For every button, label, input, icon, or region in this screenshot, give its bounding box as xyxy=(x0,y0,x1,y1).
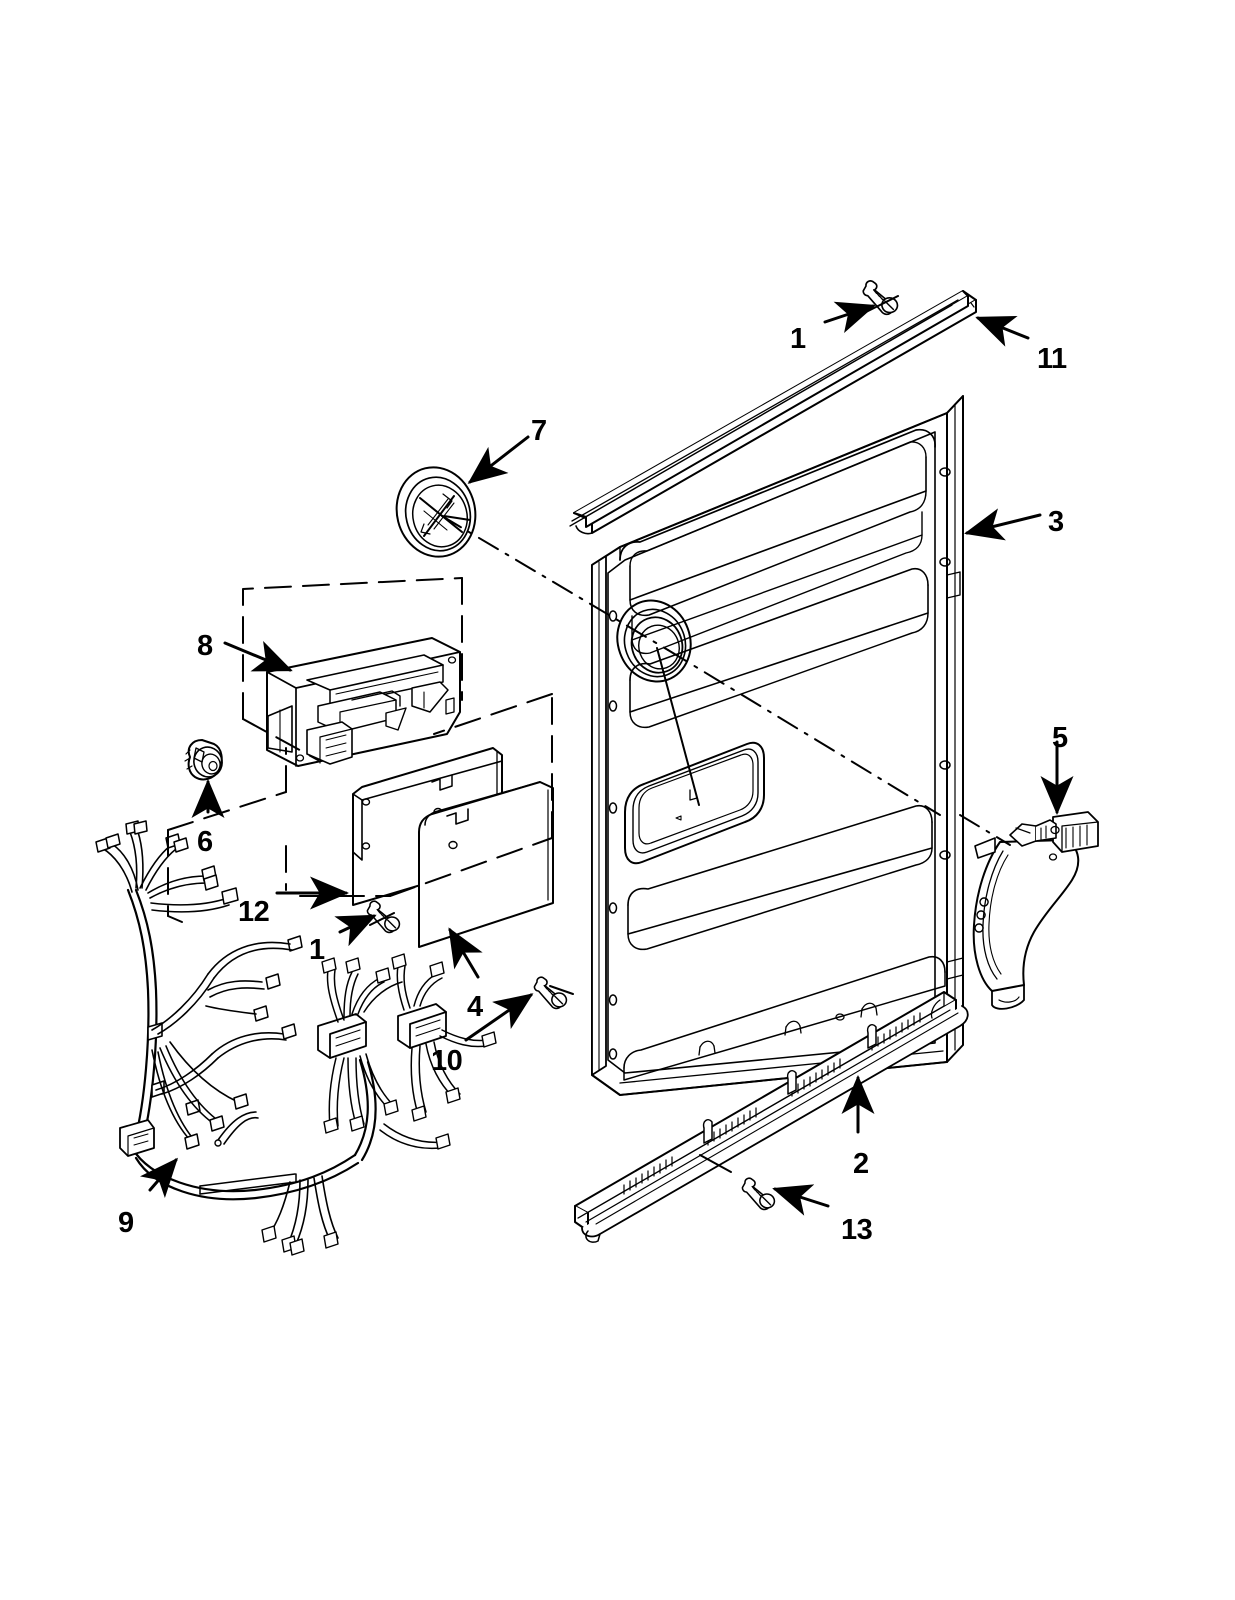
callout-4-front-cover: 4 xyxy=(467,991,483,1023)
callout-1-panel: 1 xyxy=(309,934,325,966)
part-vent-cap xyxy=(395,466,477,558)
callout-1-top-trim: 1 xyxy=(790,323,806,355)
callout-6-rinse-cap: 6 xyxy=(197,826,213,858)
part-inner-door-panel xyxy=(591,395,964,1096)
part-rinse-aid-cap xyxy=(184,739,223,781)
assembly-centerlines xyxy=(441,515,1011,846)
callout-10-screw: 10 xyxy=(431,1045,463,1077)
screw-door-panel xyxy=(529,975,572,1012)
part-top-trim-rail xyxy=(569,290,977,535)
callout-13-screw: 13 xyxy=(841,1214,873,1246)
part-vent-duct xyxy=(972,811,1099,1010)
callout-8-dispenser: 8 xyxy=(197,630,213,662)
callout-5-vent-duct: 5 xyxy=(1052,722,1068,754)
part-wire-harness xyxy=(95,820,497,1256)
callout-3-door-panel: 3 xyxy=(1048,506,1064,538)
part-lower-door-seal xyxy=(574,991,969,1243)
part-dispenser-assembly xyxy=(266,637,461,767)
leader-lines xyxy=(139,301,1074,1216)
callout-11-trim-rail: 11 xyxy=(1037,343,1067,375)
phantom-outline-panel xyxy=(167,693,553,923)
leader-lines-plain xyxy=(369,295,899,1173)
screw-seal xyxy=(737,1176,780,1213)
phantom-outline-dispenser xyxy=(242,577,463,761)
callout-9-harness: 9 xyxy=(118,1207,134,1239)
callout-2-door-seal: 2 xyxy=(853,1148,869,1180)
callout-12-console: 12 xyxy=(238,896,270,928)
callout-7-vent-cap: 7 xyxy=(531,415,547,447)
